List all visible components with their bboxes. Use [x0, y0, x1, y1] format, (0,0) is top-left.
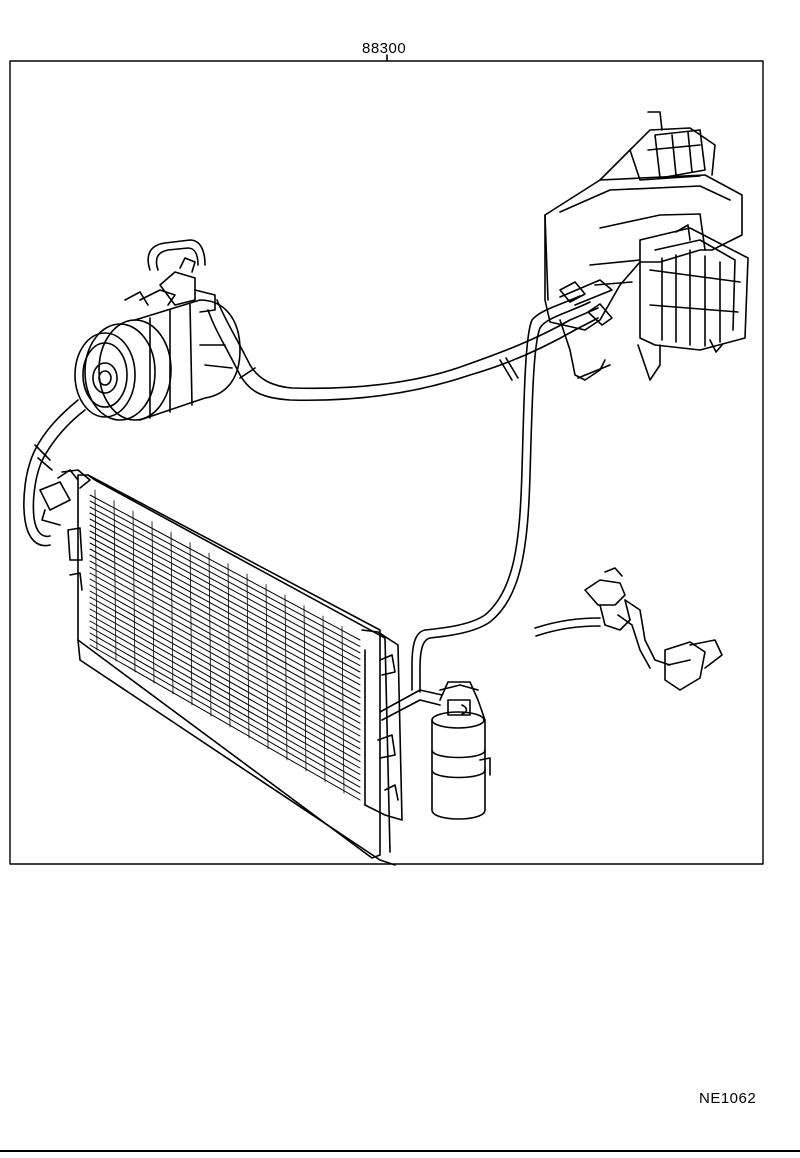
- condenser-fin-divider: [113, 500, 117, 662]
- condenser-fin-divider: [341, 626, 345, 794]
- condenser-fin-line: [89, 500, 361, 647]
- condenser-fin-divider: [208, 552, 212, 717]
- condenser-fin-divider: [246, 573, 250, 739]
- evaporator-unit: [544, 111, 749, 381]
- suction-hose: [207, 299, 613, 402]
- condenser-fins: [89, 489, 361, 801]
- condenser-fin-line: [89, 542, 361, 692]
- condenser-fin-line: [89, 494, 361, 641]
- condenser-fin-line: [89, 596, 361, 750]
- condenser-fin-line: [89, 512, 361, 660]
- condenser-fin-divider: [284, 594, 288, 761]
- condenser: [61, 469, 403, 866]
- condenser-fin-line: [89, 524, 361, 673]
- condenser-fin-divider: [189, 542, 193, 706]
- condenser-fin-line: [89, 614, 361, 769]
- diagram-code-label: NE1062: [699, 1090, 757, 1107]
- compressor: [23, 239, 241, 547]
- condenser-fin-line: [89, 590, 361, 743]
- condenser-fin-line: [89, 602, 361, 756]
- condenser-fin-line: [89, 548, 361, 699]
- condenser-fin-line: [89, 572, 361, 724]
- condenser-fin-line: [89, 644, 361, 801]
- assembly-frame: [9, 60, 764, 865]
- receiver-dryer: [379, 681, 491, 820]
- condenser-fin-divider: [227, 563, 231, 728]
- condenser-fin-divider: [132, 510, 136, 673]
- condenser-fin-divider: [170, 531, 174, 695]
- condenser-fin-line: [89, 584, 361, 737]
- part-number-label: 88300: [362, 40, 407, 57]
- condenser-fin-line: [89, 518, 361, 667]
- condenser-fin-divider: [265, 584, 269, 750]
- condenser-fin-divider: [151, 521, 155, 684]
- condenser-fin-line: [89, 506, 361, 654]
- condenser-fin-divider: [94, 489, 98, 651]
- liquid-line: [411, 281, 591, 693]
- expansion-valve-assembly: [534, 567, 723, 691]
- condenser-fin-divider: [322, 615, 326, 783]
- condenser-fin-line: [89, 554, 361, 705]
- condenser-fin-line: [89, 578, 361, 731]
- condenser-fin-line: [89, 566, 361, 718]
- condenser-fin-divider: [303, 605, 307, 772]
- condenser-fin-line: [89, 608, 361, 763]
- condenser-fin-line: [89, 560, 361, 711]
- condenser-fin-line: [89, 536, 361, 686]
- condenser-fin-line: [89, 530, 361, 679]
